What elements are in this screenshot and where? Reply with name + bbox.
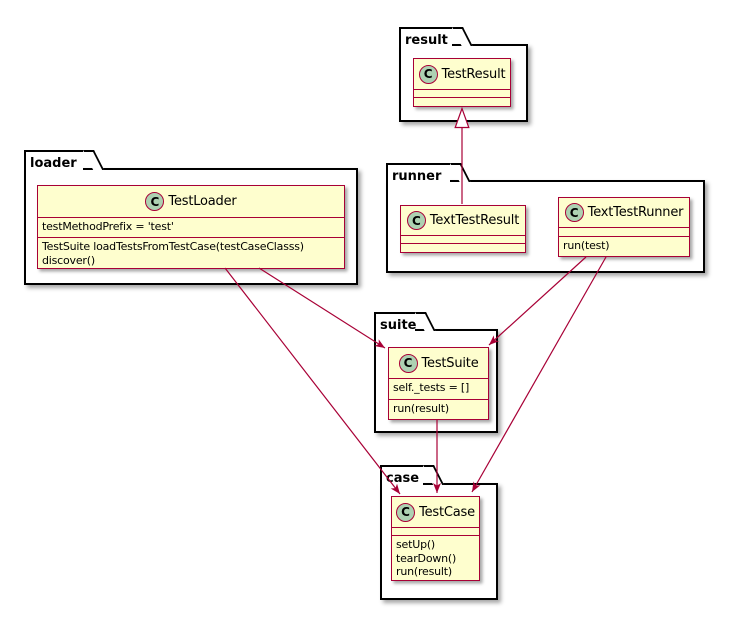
class-box-texttestrunner: C TextTestRunner run(test) — [558, 197, 690, 257]
attribute-line: self._tests = [] — [393, 381, 470, 394]
attributes-section: self._tests = [] — [389, 378, 488, 399]
class-icon: C — [406, 211, 426, 230]
package-case: C TestCase setUp() tearDown() run(result… — [380, 483, 498, 600]
class-title: C TextTestRunner — [559, 198, 689, 227]
package-tab-case: case — [380, 465, 445, 486]
class-name: TestResult — [441, 66, 506, 82]
attribute-line: testMethodPrefix = 'test' — [42, 220, 174, 233]
package-runner: C TextTestResult C TextTestRunner run(te… — [386, 180, 705, 273]
package-tab-slant — [83, 150, 105, 170]
class-name: TextTestRunner — [587, 205, 684, 220]
class-title: C TextTestResult — [401, 206, 525, 235]
method-line: setUp() — [396, 538, 436, 551]
class-title: C TestResult — [414, 59, 510, 89]
class-name: TextTestResult — [429, 213, 520, 228]
method-line: tearDown() — [396, 551, 457, 565]
package-tab-runner: runner — [386, 163, 471, 184]
package-suite: C TestSuite self._tests = [] run(result) — [374, 329, 498, 433]
class-icon: C — [418, 64, 438, 84]
class-name: TestCase — [419, 504, 475, 520]
class-box-testresult: C TestResult — [413, 58, 511, 107]
class-title: C TestCase — [392, 497, 479, 527]
class-name: TestLoader — [168, 194, 237, 209]
package-label-suite: suite — [380, 318, 417, 333]
attributes-section: testMethodPrefix = 'test' — [38, 217, 344, 237]
method-line: run(result) — [396, 565, 452, 578]
class-title: C TestLoader — [38, 186, 344, 217]
class-icon: C — [564, 203, 584, 222]
package-tab-loader: loader — [24, 150, 105, 171]
package-label-runner: runner — [392, 169, 442, 184]
methods-section: run(result) — [389, 399, 488, 419]
attributes-section — [401, 235, 525, 243]
package-loader: C TestLoader testMethodPrefix = 'test' T… — [24, 168, 358, 285]
class-name: TestSuite — [421, 355, 479, 371]
methods-section: TestSuite loadTestsFromTestCase(testCase… — [38, 237, 344, 268]
package-label-case: case — [386, 471, 420, 486]
package-label-result: result — [405, 33, 448, 48]
class-icon: C — [398, 353, 418, 373]
attributes-section — [392, 527, 479, 535]
method-line: TestSuite loadTestsFromTestCase(testCase… — [42, 240, 304, 253]
package-label-loader: loader — [30, 156, 77, 171]
method-line: discover() — [42, 253, 95, 267]
package-result: C TestResult — [399, 44, 528, 122]
class-title: C TestSuite — [389, 348, 488, 378]
attributes-section — [414, 89, 510, 97]
class-icon: C — [145, 192, 165, 211]
class-box-testsuite: C TestSuite self._tests = [] run(result) — [388, 347, 489, 420]
class-icon: C — [396, 502, 416, 522]
package-tab-result: result — [399, 27, 473, 48]
package-tab-slant — [423, 465, 445, 485]
method-line: run(result) — [393, 402, 449, 415]
methods-section — [414, 97, 510, 106]
class-box-testcase: C TestCase setUp() tearDown() run(result… — [391, 496, 480, 581]
methods-section: setUp() tearDown() run(result) — [392, 535, 479, 580]
method-line: run(test) — [563, 239, 610, 252]
attributes-section — [559, 227, 689, 236]
class-box-texttestresult: C TextTestResult — [400, 205, 526, 253]
methods-section: run(test) — [559, 236, 689, 256]
class-box-testloader: C TestLoader testMethodPrefix = 'test' T… — [37, 185, 345, 269]
package-tab-suite: suite — [374, 312, 436, 333]
methods-section — [401, 243, 525, 252]
